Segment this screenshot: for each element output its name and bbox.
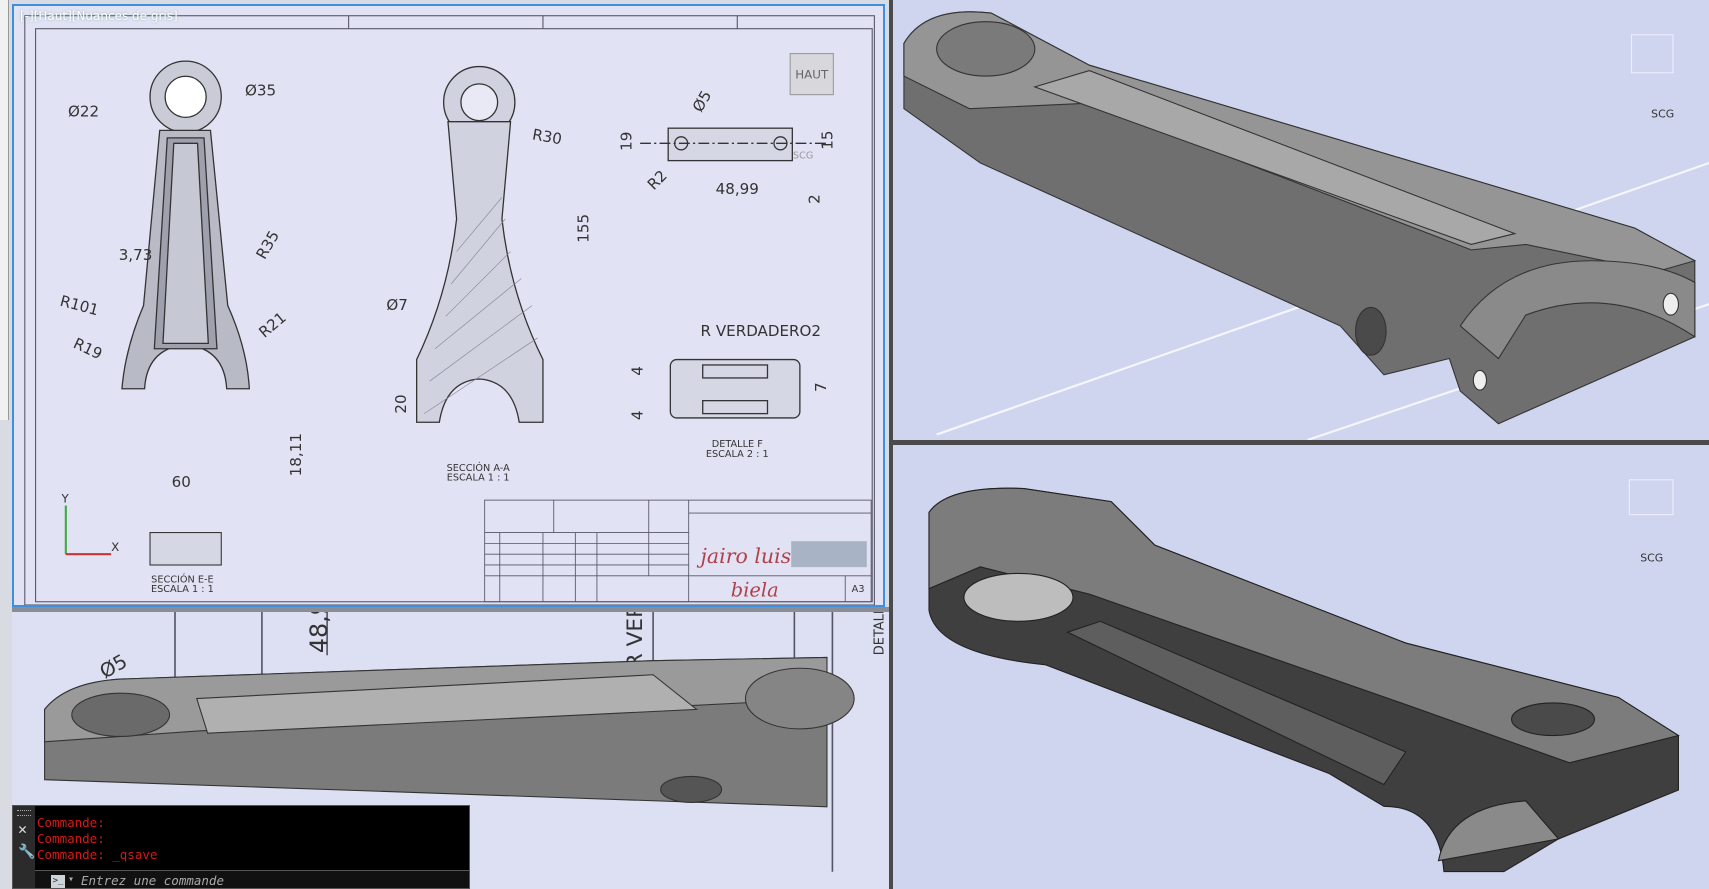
ucs-label[interactable]: SCG	[1640, 551, 1663, 564]
dim-d7: Ø7	[386, 296, 407, 314]
viewcube	[789, 53, 834, 96]
dim-r2: R2	[644, 167, 671, 194]
detail-f-scale: ESCALA 2 : 1	[706, 449, 769, 460]
sheet-inner-frame	[35, 28, 873, 603]
connecting-rod-3d	[928, 487, 1680, 873]
history-line: Commande:	[37, 831, 105, 846]
dim-15: 15	[818, 131, 836, 150]
dim-4b: 4	[628, 410, 646, 420]
dim-60: 60	[172, 473, 191, 491]
chevron-down-icon[interactable]: ▾	[68, 874, 75, 885]
dim-r30: R30	[531, 125, 563, 148]
connecting-rod-3d	[903, 11, 1697, 425]
dim-373: 3,73	[119, 246, 153, 264]
command-line-window[interactable]: ✕ 🔧 Commande: Commande: Commande: _qsave…	[12, 805, 470, 889]
section-ee-scale: ESCALA 1 : 1	[151, 584, 214, 595]
dim-4899: 48,99	[716, 180, 759, 198]
history-line: Commande: _qsave	[37, 847, 158, 862]
prompt-icon[interactable]: >_	[51, 875, 65, 888]
dim-4a: 4	[628, 366, 646, 376]
drawing-canvas: XY	[24, 15, 875, 605]
rod-section-view	[416, 65, 544, 423]
model-canvas: SCG	[928, 479, 1680, 873]
close-icon[interactable]: ✕	[18, 820, 28, 838]
dim-d5: Ø5	[689, 87, 715, 115]
author-name: jairo luis	[697, 544, 792, 568]
logo-image	[791, 541, 867, 568]
viewport-splitter-horizontal-right[interactable]	[893, 440, 1709, 445]
detail-f-view	[669, 358, 801, 419]
dim-1811: 18,11	[287, 433, 305, 476]
section-aa-label: SECCIÓN A-A	[447, 461, 510, 474]
connecting-rod-3d	[44, 656, 855, 808]
ucs-label[interactable]: SCG	[1651, 107, 1674, 120]
ucs-label[interactable]: SCG	[793, 150, 813, 161]
bg-dim-4899: 48,99	[305, 612, 333, 653]
drag-grip-handle[interactable]	[17, 810, 31, 816]
title-block	[484, 499, 872, 603]
sheet-border	[24, 15, 875, 605]
left-tool-strip	[0, 0, 9, 420]
viewcube[interactable]	[1628, 479, 1674, 516]
detail-top-view	[640, 127, 830, 162]
dim-r21: R21	[255, 308, 289, 341]
model-canvas: SCG	[903, 11, 1709, 440]
command-input[interactable]: >_ ▾ Entrez une commande	[35, 870, 469, 888]
svg-text:X: X	[111, 540, 119, 554]
dim-19: 19	[617, 132, 635, 151]
dim-r-verdadero: R VERDADERO2	[701, 322, 821, 340]
dim-r35: R35	[253, 228, 283, 263]
history-line: Commande:	[37, 815, 105, 830]
viewport-top-left-drawing[interactable]: [-][Haut][Nuances de gris]	[12, 4, 885, 607]
dim-d22: Ø22	[68, 102, 99, 120]
dim-d35: Ø35	[245, 82, 276, 100]
drawing-text-layer: Ø22 Ø35 3,73 R35 R101 R21 R19 60 18,11 R…	[58, 67, 867, 601]
section-ee-view	[149, 532, 222, 566]
dim-7: 7	[812, 382, 830, 392]
hatching	[424, 197, 538, 414]
viewport-bottom-right-3d[interactable]: SCG	[893, 445, 1709, 889]
ucs-icon	[64, 505, 112, 556]
command-placeholder[interactable]: Entrez une commande	[81, 873, 224, 888]
viewport-splitter-vertical[interactable]	[889, 0, 893, 889]
detail-f-label: DETALLE F	[712, 439, 763, 450]
viewport-splitter-horizontal-left[interactable]	[12, 607, 889, 612]
dim-r19: R19	[71, 334, 106, 363]
drawing-title: biela	[731, 578, 779, 601]
dim-20: 20	[392, 394, 410, 413]
viewport-top-right-3d[interactable]: SCG	[893, 0, 1709, 440]
viewcube-face-haut[interactable]: HAUT	[795, 67, 829, 81]
rod-front-view	[121, 60, 251, 390]
bg-dim-rverd: R VERD	[623, 612, 648, 668]
bg-dim-d5: Ø5	[96, 650, 132, 684]
svg-text:Y: Y	[60, 491, 69, 505]
dim-r101: R101	[58, 292, 101, 320]
dim-155: 155	[574, 214, 592, 243]
dim-2: 2	[805, 194, 823, 204]
command-line-toolbar: ✕ 🔧	[13, 806, 35, 888]
viewcube[interactable]	[1631, 34, 1674, 74]
wrench-icon[interactable]: 🔧	[18, 844, 36, 860]
bg-detalle: DETALLE	[872, 612, 887, 655]
section-aa-scale: ESCALA 1 : 1	[447, 473, 510, 484]
sheet-size: A3	[852, 584, 865, 595]
viewport-controls-label[interactable]: [-][Haut][Nuances de gris]	[20, 9, 178, 23]
model-canvas: 48,99 R VERD DETALLE Ø5	[44, 612, 887, 872]
section-ee-label: SECCIÓN E-E	[151, 572, 213, 585]
command-history: Commande: Commande: Commande: _qsave	[37, 815, 157, 863]
